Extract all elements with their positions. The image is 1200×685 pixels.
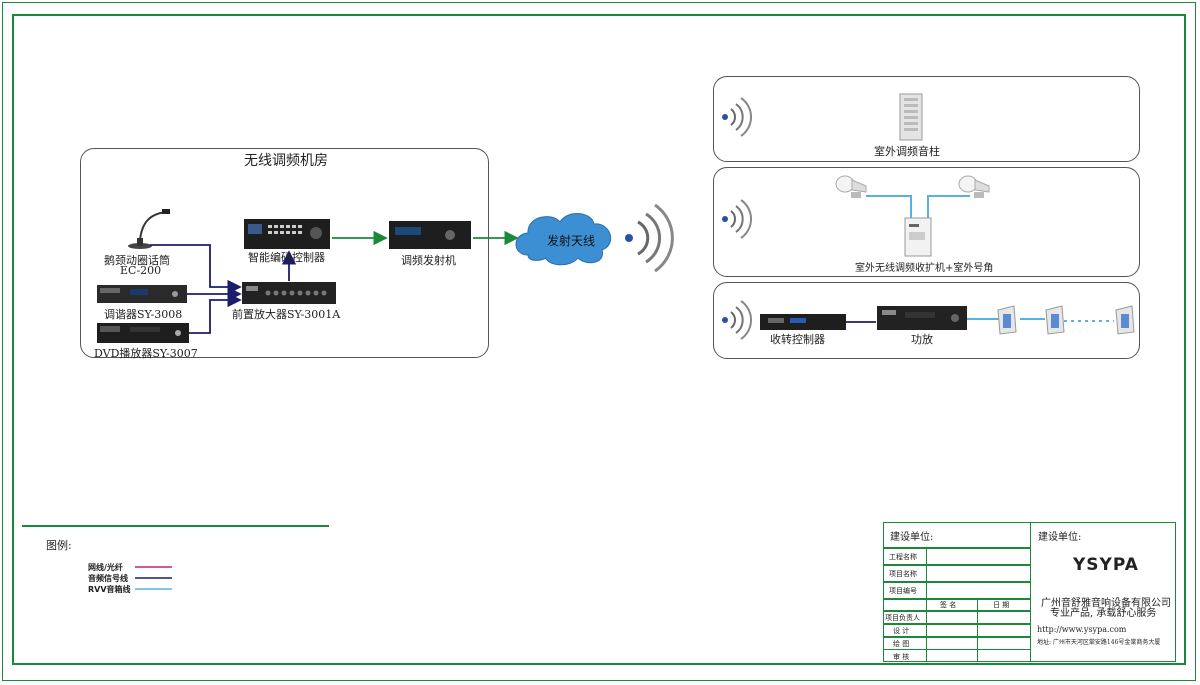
antenna-label: 发射天线 xyxy=(547,234,596,248)
company-name: 广州音舒雅音响设备有限公司 xyxy=(1041,598,1171,609)
receive-waves-icon-2 xyxy=(722,199,753,239)
transmit-waves-icon xyxy=(625,203,674,273)
sign-label-manager: 项目负责人 xyxy=(885,614,920,622)
wall-speaker-icon-2 xyxy=(1045,305,1065,335)
legend-item-network: 网线/光纤 xyxy=(88,563,123,572)
dvd-device-icon xyxy=(97,323,189,343)
sign-row-3 xyxy=(883,637,1031,650)
sign-header-signature: 签 名 xyxy=(940,601,957,609)
machine-room-box xyxy=(80,148,489,358)
build-unit-right: 建设单位: xyxy=(1038,532,1082,543)
column-speaker-label: 室外调频音柱 xyxy=(874,145,940,158)
row-label-item-number: 项目编号 xyxy=(889,587,917,595)
wall-speaker-icon-1 xyxy=(997,305,1017,335)
company-url: http://www.ysypa.com xyxy=(1037,625,1127,634)
tuner-device-icon xyxy=(97,285,187,303)
receive-waves-icon-1 xyxy=(722,97,753,137)
preamp-device-icon xyxy=(242,282,336,304)
speaker-lines-wall xyxy=(967,318,1114,322)
sign-header-date: 日 期 xyxy=(993,601,1010,609)
legend-samples xyxy=(135,566,172,590)
row-label-project-name: 工程名称 xyxy=(889,553,917,561)
amplifier-icon xyxy=(877,306,967,330)
brand-logo: YSYPA xyxy=(1073,555,1139,575)
sign-row-2 xyxy=(883,624,1031,637)
audio-signal-lines xyxy=(150,244,876,334)
title-block-build-row xyxy=(883,522,1031,548)
receiver-horn-label: 室外无线调频收扩机+室外号角 xyxy=(855,263,994,274)
encoder-device-icon xyxy=(244,219,330,249)
controller-label: 收转控制器 xyxy=(770,333,825,346)
tuner-label: 调谐器SY-3008 xyxy=(104,308,183,321)
receive-waves-icon-3 xyxy=(722,300,753,340)
row-label-item-name: 项目名称 xyxy=(889,570,917,578)
sign-label-draw: 绘 图 xyxy=(893,640,910,648)
wireless-receiver-icon xyxy=(904,217,932,257)
mic-model-label: EC-200 xyxy=(120,264,162,277)
receiver-box-controller xyxy=(713,282,1140,359)
microphone-icon xyxy=(128,209,170,249)
encoder-label: 智能编码控制器 xyxy=(248,251,325,264)
sign-label-design: 设 计 xyxy=(893,627,910,635)
horn-speaker-icon-right xyxy=(958,175,990,198)
transmitter-device-icon xyxy=(389,221,471,249)
sign-label-review: 审 核 xyxy=(893,653,910,661)
amplifier-label: 功放 xyxy=(911,333,933,346)
legend-item-audio: 音频信号线 xyxy=(88,574,128,583)
receiver-box-column xyxy=(713,76,1140,162)
receiver-box-horn xyxy=(713,167,1140,277)
horn-speaker-icon-left xyxy=(835,175,867,198)
machine-room-title: 无线调频机房 xyxy=(244,153,328,169)
preamp-label: 前置放大器SY-3001A xyxy=(232,308,341,321)
speaker-lines-horn xyxy=(866,195,970,218)
legend-title: 图例: xyxy=(46,539,72,552)
dvd-label: DVD播放器SY-3007 xyxy=(94,347,198,360)
antenna-cloud-icon xyxy=(515,213,612,266)
mic-label: 鹅颈动圈话筒 xyxy=(104,254,170,267)
company-address: 地址: 广州市天河区棠安路146号金棠商务大厦 xyxy=(1037,639,1161,646)
inner-frame xyxy=(12,14,1186,665)
column-speaker-icon xyxy=(899,93,923,141)
transmitter-label: 调频发射机 xyxy=(401,254,456,267)
wall-speaker-icon-3 xyxy=(1115,305,1135,335)
relay-controller-icon xyxy=(760,314,846,330)
build-unit-left: 建设单位: xyxy=(890,532,934,543)
company-slogan: 专业产品, 承载舒心服务 xyxy=(1050,608,1157,619)
sign-row-1 xyxy=(883,611,1031,624)
legend-divider xyxy=(22,525,329,527)
legend-item-rvv: RVV音箱线 xyxy=(88,585,131,594)
